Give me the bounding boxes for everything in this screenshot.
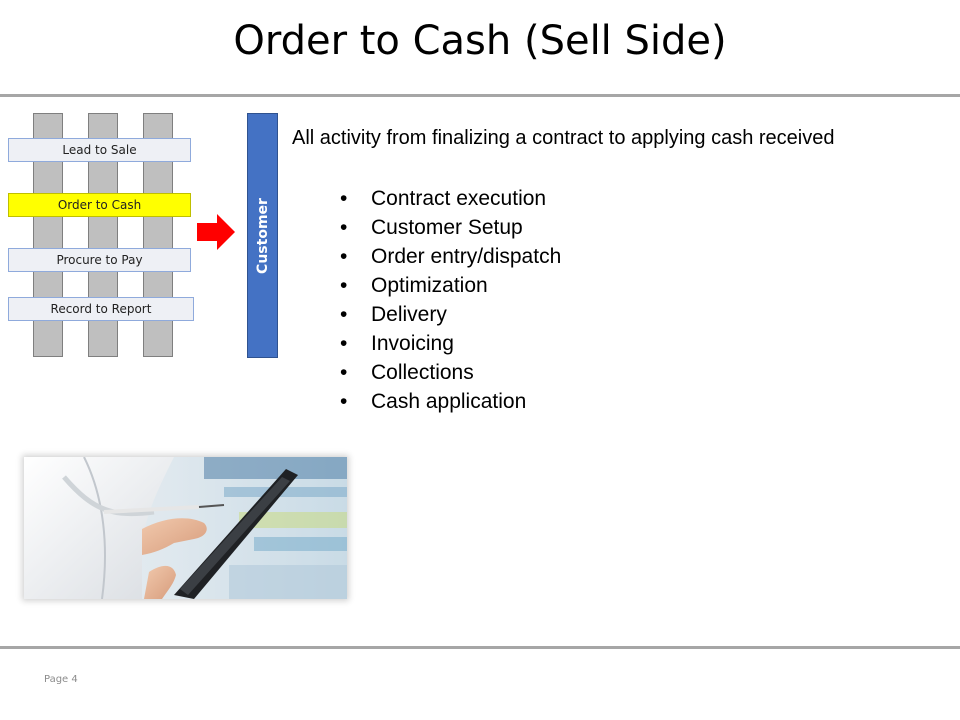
list-item-text: Optimization — [371, 274, 488, 297]
list-item-text: Order entry/dispatch — [371, 245, 562, 268]
process-lead-to-sale: Lead to Sale — [8, 138, 191, 162]
process-order-to-cash: Order to Cash — [8, 193, 191, 217]
list-item-text: Customer Setup — [371, 216, 523, 239]
list-item: • Customer Setup — [340, 213, 561, 242]
list-item-text: Invoicing — [371, 332, 454, 355]
list-item: • Contract execution — [340, 184, 561, 213]
list-item: • Order entry/dispatch — [340, 242, 561, 271]
list-item: • Delivery — [340, 300, 561, 329]
list-item-text: Collections — [371, 361, 474, 384]
bullet-icon: • — [340, 361, 348, 384]
footer-divider — [0, 646, 960, 649]
list-item-text: Delivery — [371, 303, 447, 326]
tablet-photo — [24, 457, 347, 599]
list-item-text: Cash application — [371, 390, 527, 413]
customer-bar: Customer — [247, 113, 278, 358]
bullet-icon: • — [340, 390, 348, 413]
intro-text: All activity from finalizing a contract … — [292, 127, 835, 149]
list-item: • Invoicing — [340, 329, 561, 358]
bullet-icon: • — [340, 187, 348, 210]
bullet-icon: • — [340, 216, 348, 239]
page-number: Page 4 — [44, 674, 78, 685]
list-item: • Optimization — [340, 271, 561, 300]
customer-label: Customer — [254, 197, 271, 274]
list-item: • Collections — [340, 358, 561, 387]
right-arrow-icon — [197, 214, 235, 250]
activity-list: • Contract execution • Customer Setup • Ord… — [340, 184, 561, 416]
bullet-icon: • — [340, 332, 348, 355]
bullet-icon: • — [340, 274, 348, 297]
list-item: • Cash application — [340, 387, 561, 416]
bullet-icon: • — [340, 303, 348, 326]
list-item-text: Contract execution — [371, 187, 547, 210]
process-record-to-report: Record to Report — [8, 297, 194, 321]
bullet-icon: • — [340, 245, 348, 268]
title-divider — [0, 94, 960, 97]
process-procure-to-pay: Procure to Pay — [8, 248, 191, 272]
slide-title: Order to Cash (Sell Side) — [233, 18, 727, 64]
